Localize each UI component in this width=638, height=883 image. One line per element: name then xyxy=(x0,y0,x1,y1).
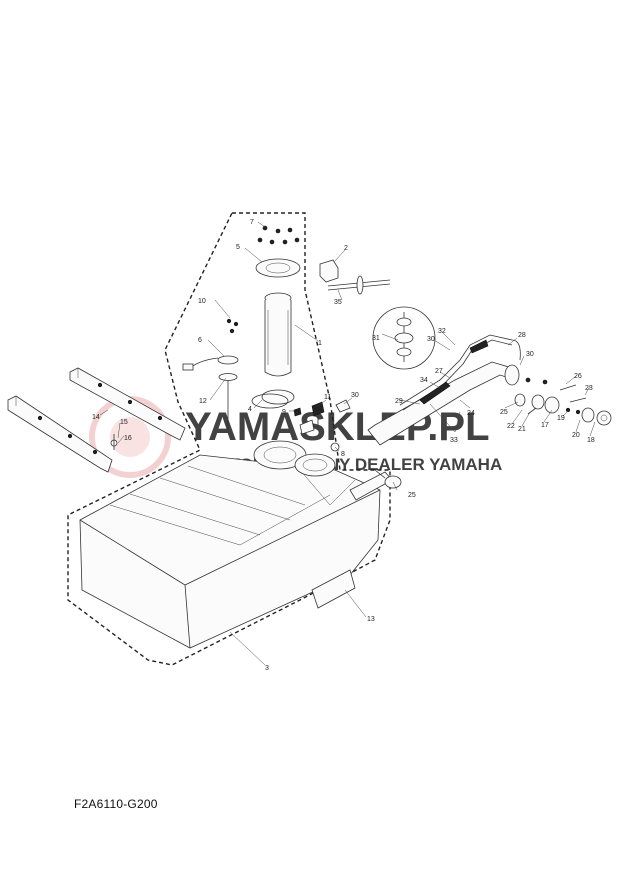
callout-label: 33 xyxy=(450,437,458,444)
callout-label: 24 xyxy=(467,410,475,417)
o-ring xyxy=(251,393,289,409)
callout-label: 6 xyxy=(198,337,202,344)
callout-label: 22 xyxy=(507,423,515,430)
filler-cap-parts xyxy=(514,377,612,426)
callout-label: 11 xyxy=(324,394,331,401)
label-plate xyxy=(311,569,356,609)
callout-label: 4 xyxy=(248,406,252,413)
pump-cover-group xyxy=(255,225,301,278)
callout-label: 1 xyxy=(318,340,322,347)
callout-labels: 1 2 3 4 5 6 7 8 9 10 11 12 13 14 15 16 1… xyxy=(92,219,595,672)
callout-label: 30 xyxy=(526,351,534,358)
callout-label: 21 xyxy=(518,426,526,433)
callout-label: 30 xyxy=(427,336,435,343)
callout-label: 30 xyxy=(351,392,359,399)
watermark-brand: YAMASKLEP.PL xyxy=(185,405,490,449)
callout-label: 17 xyxy=(541,422,549,429)
callout-label: 5 xyxy=(236,244,240,251)
callout-label: 32 xyxy=(438,328,446,335)
callout-label: 23 xyxy=(585,385,593,392)
callout-label: 28 xyxy=(518,332,526,339)
callout-label: 16 xyxy=(124,435,132,442)
callout-label: 3 xyxy=(265,665,269,672)
filler-neck xyxy=(367,334,521,489)
callout-label: 25 xyxy=(500,409,508,416)
mounting-brackets xyxy=(7,367,186,473)
leader-lines xyxy=(99,221,596,666)
callout-label: 14 xyxy=(92,414,100,421)
callout-label: 29 xyxy=(395,398,403,405)
callout-label: 15 xyxy=(120,419,128,426)
callout-label: 13 xyxy=(367,616,375,623)
fuel-sender xyxy=(182,318,239,430)
fitting-and-tube xyxy=(319,259,391,295)
callout-label: 9 xyxy=(282,409,286,416)
valve-group xyxy=(293,399,351,452)
callout-label: 20 xyxy=(572,432,580,439)
callout-label: 35 xyxy=(334,299,342,306)
callout-label: 2 xyxy=(344,245,348,252)
callout-label: 7 xyxy=(250,219,254,226)
callout-label: 18 xyxy=(587,437,595,444)
callout-label: 26 xyxy=(574,373,582,380)
callout-label: 19 xyxy=(557,415,565,422)
callout-label: 25 xyxy=(408,492,416,499)
callout-label: 10 xyxy=(198,298,206,305)
fuel-pump xyxy=(261,292,295,405)
callout-label: 34 xyxy=(420,377,428,384)
assembly-boundaries xyxy=(67,212,391,666)
callout-label: 31 xyxy=(372,335,380,342)
callout-label: 12 xyxy=(199,398,207,405)
diagram-code: F2A6110-G200 xyxy=(74,797,158,811)
callout-label: 8 xyxy=(341,451,345,458)
callout-label: 27 xyxy=(435,368,443,375)
detail-inset xyxy=(372,306,436,370)
fuel-tank xyxy=(79,440,393,649)
